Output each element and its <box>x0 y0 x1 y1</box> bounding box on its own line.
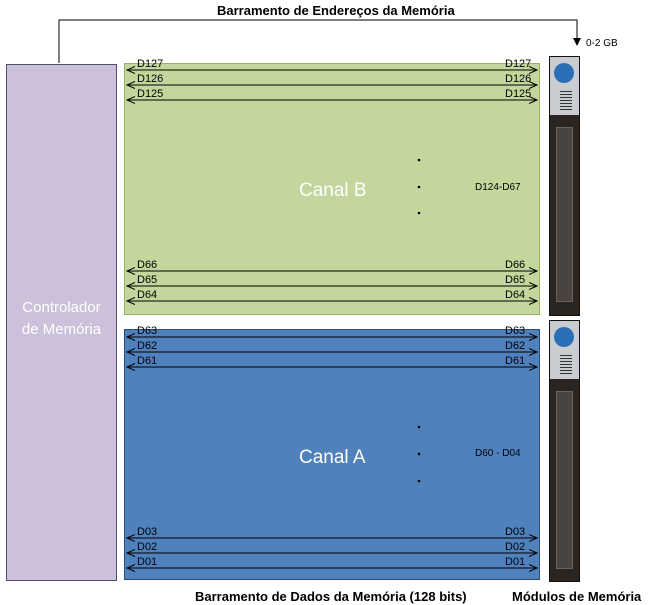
data-line-label-left: D01 <box>137 556 158 568</box>
controller-label-line2: de Memória <box>21 321 102 338</box>
ellipsis-dot <box>417 211 421 215</box>
channel-a-label: Canal A <box>299 447 366 468</box>
ellipsis-dot <box>417 425 421 429</box>
ellipsis-dot <box>417 158 421 162</box>
module-logo-icon <box>554 63 574 83</box>
data-line-label-right: D02 <box>505 541 526 553</box>
module-logo-icon <box>554 327 574 347</box>
channel-b-range-label: D124-D67 <box>475 182 521 193</box>
ellipsis-dot <box>417 479 421 483</box>
modules-label: Módulos de Memória <box>512 589 642 604</box>
data-line-label-right: D63 <box>505 325 526 337</box>
data-line-label-left: D126 <box>137 73 164 85</box>
data-line-label-left: D61 <box>137 355 158 367</box>
data-line-label-right: D62 <box>505 340 526 352</box>
memory-module-b <box>549 56 580 316</box>
module-spec-text-icon <box>560 91 572 111</box>
module-label-sticker <box>550 57 579 115</box>
data-line-label-right: D01 <box>505 556 526 568</box>
address-range-label: 0-2 GB <box>586 38 618 49</box>
data-line-label-left: D125 <box>137 88 164 100</box>
data-line-label-right: D127 <box>505 58 532 70</box>
data-line-label-left: D63 <box>137 325 158 337</box>
data-line-label-left: D64 <box>137 289 158 301</box>
data-line-label-right: D126 <box>505 73 532 85</box>
module-heatspreader <box>556 127 573 302</box>
data-line-label-left: D03 <box>137 526 158 538</box>
ellipsis-dot <box>417 185 421 189</box>
data-line-label-right: D64 <box>505 289 526 301</box>
controller-label-line1: Controlador <box>22 299 101 316</box>
module-heatspreader <box>556 391 573 569</box>
data-line-label-right: D65 <box>505 274 526 286</box>
data-line-label-left: D127 <box>137 58 164 70</box>
ellipsis-dot <box>417 452 421 456</box>
module-spec-text-icon <box>560 355 572 375</box>
data-line-label-left: D65 <box>137 274 158 286</box>
data-bus-label: Barramento de Dados da Memória (128 bits… <box>195 589 467 604</box>
data-line-label-right: D61 <box>505 355 526 367</box>
module-label-sticker <box>550 321 579 379</box>
data-line-label-left: D62 <box>137 340 158 352</box>
data-line-label-right: D125 <box>505 88 532 100</box>
address-bus-label: Barramento de Endereços da Memória <box>217 3 455 18</box>
data-line-label-left: D02 <box>137 541 158 553</box>
data-line-label-right: D03 <box>505 526 526 538</box>
data-line-label-right: D66 <box>505 259 526 271</box>
memory-module-a <box>549 320 580 582</box>
data-line-label-left: D66 <box>137 259 158 271</box>
controller-label: Controlador de Memória <box>7 297 116 341</box>
memory-controller: Controlador de Memória <box>6 64 117 581</box>
channel-b-label: Canal B <box>299 180 367 201</box>
channel-a-range-label: D60 - D04 <box>475 448 521 459</box>
